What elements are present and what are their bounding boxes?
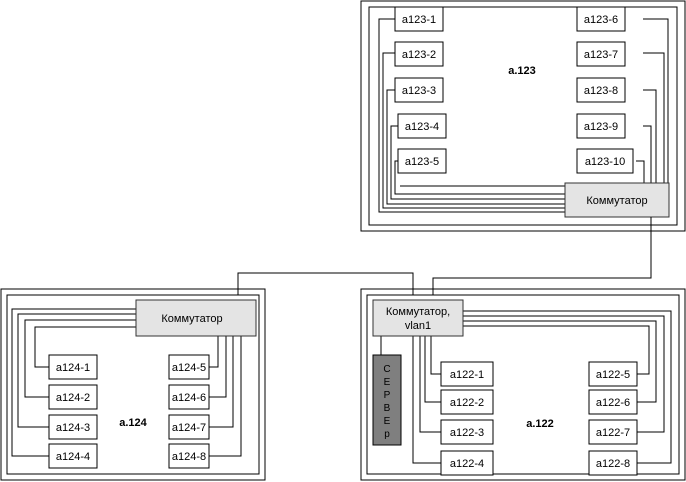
host-label: a124-6	[172, 392, 206, 404]
host-label: a122-6	[596, 397, 630, 409]
host-node	[168, 354, 210, 380]
host-node	[576, 148, 634, 174]
host-node	[576, 77, 626, 103]
room-a123-label: a.123	[508, 65, 536, 77]
switch-a124-label: Коммутатор	[161, 313, 222, 325]
host-label: a123-4	[405, 121, 439, 133]
room-a122: Коммутатор, vlan1 С Е Р В Е р a122-1 a12…	[360, 288, 686, 481]
host-node	[440, 419, 494, 445]
server-label-letter: С	[383, 364, 390, 375]
room-a124-label: a.124	[119, 417, 147, 429]
host-node	[397, 113, 447, 139]
host-node	[576, 6, 626, 32]
host-label: a123-5	[405, 156, 439, 168]
host-label: a123-6	[584, 14, 618, 26]
host-node	[168, 443, 210, 469]
host-label: a124-3	[56, 422, 90, 434]
host-label: a124-1	[56, 362, 90, 374]
server-label-letter: Е	[384, 416, 391, 427]
host-label: a122-2	[450, 397, 484, 409]
host-node	[397, 148, 447, 174]
host-label: a124-8	[172, 451, 206, 463]
host-label: a122-7	[596, 427, 630, 439]
host-node	[440, 361, 494, 387]
switch-a123-label: Коммутатор	[586, 195, 647, 207]
host-label: a123-3	[402, 85, 436, 97]
host-label: a123-2	[402, 49, 436, 61]
host-node	[48, 443, 98, 469]
server-label-letter: Р	[384, 390, 391, 401]
host-node	[440, 389, 494, 415]
switch-a124	[135, 299, 257, 337]
host-node	[48, 384, 98, 410]
room-a122-label: a.122	[526, 418, 554, 430]
host-node	[588, 361, 638, 387]
host-node	[576, 41, 626, 67]
host-node	[48, 414, 98, 440]
host-label: a122-1	[450, 369, 484, 381]
room-a122-wires	[380, 310, 672, 464]
server-label-letter: В	[384, 403, 391, 414]
host-label: a123-10	[585, 156, 625, 168]
host-label: a124-2	[56, 392, 90, 404]
host-label: a124-5	[172, 362, 206, 374]
host-label: a123-8	[584, 85, 618, 97]
host-label: a124-4	[56, 451, 90, 463]
host-label: a122-5	[596, 369, 630, 381]
uplink-wires	[237, 217, 652, 300]
switch-a122-label-line1: Коммутатор,	[386, 306, 450, 318]
host-node	[168, 414, 210, 440]
room-a124: Коммутатор a124-1 a124-2 a124-3 a124-4 a…	[0, 288, 266, 481]
host-node	[168, 384, 210, 410]
host-node	[440, 450, 494, 476]
host-node	[588, 450, 638, 476]
host-label: a122-3	[450, 427, 484, 439]
switch-a122-label-line2: vlan1	[405, 320, 431, 332]
room-a124-outer-frame	[0, 288, 266, 481]
host-node	[48, 354, 98, 380]
host-label: a123-1	[402, 14, 436, 26]
host-label: a123-9	[584, 121, 618, 133]
room-a123-wires	[378, 18, 669, 213]
room-a122-outer-frame	[360, 288, 686, 481]
server	[372, 354, 402, 446]
switch-a123	[564, 182, 670, 218]
host-label: a122-8	[596, 458, 630, 470]
room-a123-outer-frame	[360, 0, 686, 232]
host-node	[394, 77, 444, 103]
host-node	[576, 113, 626, 139]
host-node	[394, 6, 444, 32]
switch-a122	[372, 299, 464, 337]
host-label: a122-4	[450, 458, 484, 470]
host-node	[394, 41, 444, 67]
server-label-letter: р	[384, 429, 390, 440]
host-node	[588, 419, 638, 445]
host-label: a123-7	[584, 49, 618, 61]
host-label: a124-7	[172, 422, 206, 434]
host-node	[588, 389, 638, 415]
room-a124-wires	[11, 308, 242, 457]
server-label-letter: Е	[384, 377, 391, 388]
room-a123: a123-1 a123-2 a123-3 a123-4 a123-5 a123-…	[360, 0, 686, 232]
